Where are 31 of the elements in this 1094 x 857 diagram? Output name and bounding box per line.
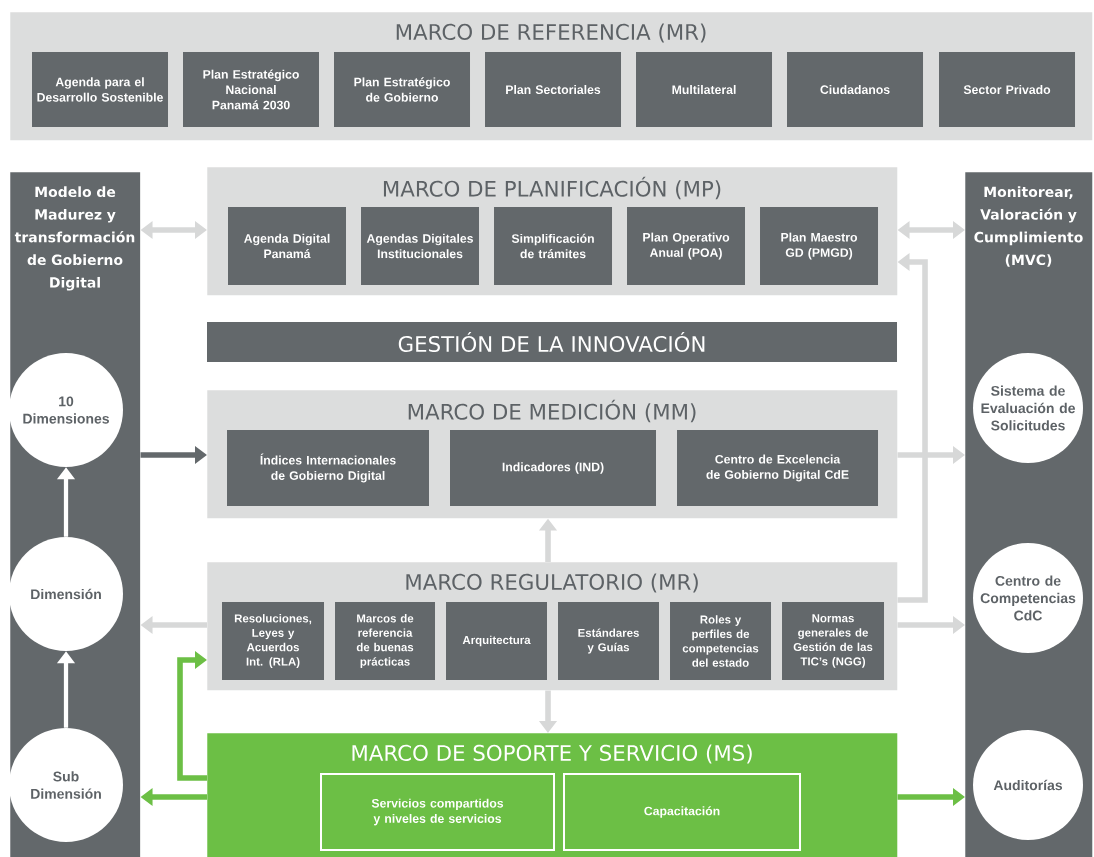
component-box: Resoluciones, Leyes y Acuerdos Int. (RLA) [222,602,324,680]
component-box: Arquitectura [446,602,547,680]
component-box: Plan Operativo Anual (POA) [627,207,745,285]
component-box: Índices Internacionales de Gobierno Digital [227,430,429,506]
component-box: Agenda para el Desarrollo Sostenible [32,52,168,127]
component-box: Estándares y Guías [558,602,659,680]
component-box: Plan Estratégico de Gobierno [334,52,470,127]
component-box: Roles y perfiles de competencias del estado [670,602,771,680]
component-box: Plan Estratégico Nacional Panamá 2030 [183,52,319,127]
component-box: Normas generales de Gestión de las TIC’s (NGG) [782,602,884,680]
component-box: Simplificación de trámites [494,207,612,285]
component-box: Capacitación [563,773,801,851]
component-box: Plan Sectoriales [485,52,621,127]
component-box: Multilateral [636,52,772,127]
circle-node: Dimensión [9,537,123,651]
circle-node: Sub Dimensión [9,728,123,842]
component-box: Servicios compartidos y niveles de servicios [320,773,555,851]
component-box: Indicadores (IND) [450,430,656,506]
arrow [177,650,207,781]
component-box: Plan Maestro GD (PMGD) [760,207,878,285]
circle-node: Centro de Competencias CdC [973,543,1083,653]
component-box: Agendas Digitales Institucionales [361,207,479,285]
component-box: Ciudadanos [787,52,923,127]
component-box: Marcos de referencia de buenas prácticas [335,602,435,680]
circle-node: 10 Dimensiones [9,353,123,467]
component-box: Centro de Excelencia de Gobierno Digital CdE [677,430,878,506]
banner-bar: GESTIÓN DE LA INNOVACIÓN [207,322,897,362]
component-box: Agenda Digital Panamá [228,207,346,285]
component-box: Sector Privado [939,52,1075,127]
circle-node: Sistema de Evaluación de Solicitudes [973,353,1083,463]
circle-node: Auditorías [973,730,1083,840]
